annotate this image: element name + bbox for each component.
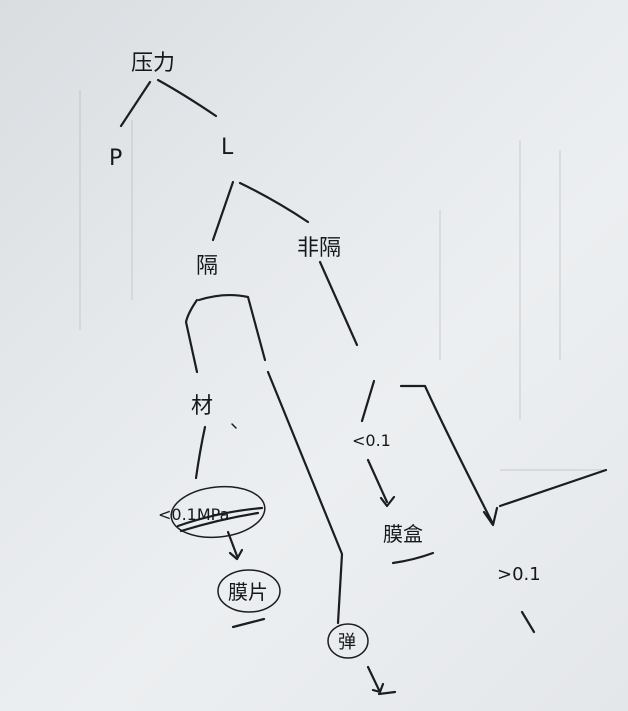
branch-a-label: 隔 [196,254,218,279]
spring-circle [327,623,369,659]
threshold-label: <0.1MPa [158,505,229,524]
membrane-label: 膜片 [228,580,268,604]
paper-show-through [79,90,606,471]
capsule-label: 膜盒 [383,522,423,546]
gt-label: >0.1 [497,564,541,585]
right-branch-label: L [221,135,234,160]
lt-label: <0.1 [352,431,391,450]
spring-label: 弹 [338,632,356,653]
node-circles [170,485,369,659]
branch-b-label: 非隔 [297,236,341,261]
membrane-circle [217,569,281,613]
left-leaf-label: P [109,146,122,171]
root-label: 压力 [131,51,175,76]
material-label: 材 [191,394,213,419]
threshold-circle [170,485,266,539]
tree-labels: 压力 P L 隔 非隔 材 <0.1MPa 膜片 弹 <0.1 膜盒 >0.1 [109,51,541,653]
tree-connectors [119,78,608,696]
